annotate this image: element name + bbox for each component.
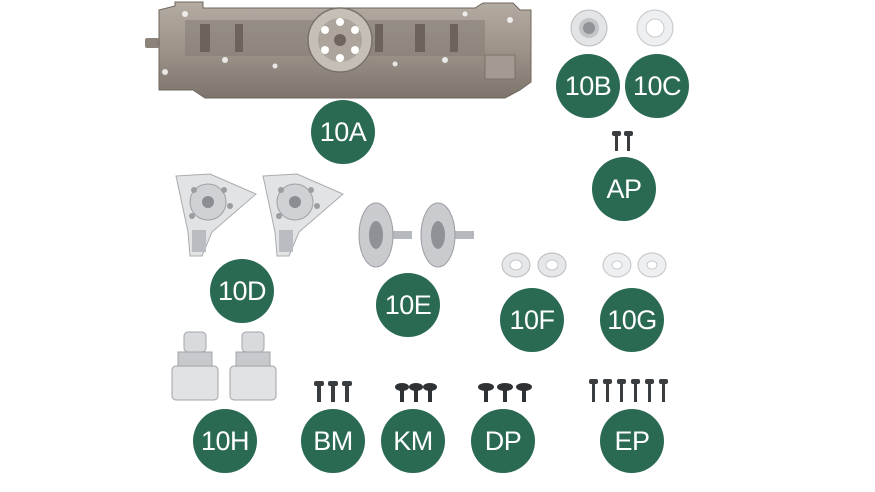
screws-ep-part — [589, 379, 668, 402]
washer-10c-part — [636, 9, 674, 47]
bushings-part — [171, 331, 277, 401]
badge-ap: AP — [592, 157, 656, 221]
badge-10e: 10E — [376, 273, 440, 337]
badge-km: KM — [381, 409, 445, 473]
chassis-frame-part — [145, 1, 532, 99]
badge-10f: 10F — [500, 288, 564, 352]
badge-dp: DP — [471, 409, 535, 473]
screws-km-part — [395, 383, 437, 402]
badge-bm: BM — [301, 409, 365, 473]
washers-10g-part — [602, 252, 667, 278]
screws-dp-part — [478, 383, 532, 402]
badge-10b: 10B — [556, 54, 620, 118]
screws-ap-part — [612, 131, 633, 151]
badge-10a: 10A — [311, 100, 375, 164]
badge-10g: 10G — [600, 288, 664, 352]
badge-10d: 10D — [210, 259, 274, 323]
badge-10c: 10C — [625, 54, 689, 118]
gear-plate-left-part — [175, 173, 257, 257]
badge-ep: EP — [600, 409, 664, 473]
washers-10f-part — [501, 252, 567, 278]
screws-bm-part — [314, 381, 352, 402]
axle-wheels-part — [358, 202, 474, 268]
badge-10h: 10H — [193, 409, 257, 473]
washer-10b-part — [570, 9, 608, 47]
gear-plate-right-part — [262, 173, 344, 257]
